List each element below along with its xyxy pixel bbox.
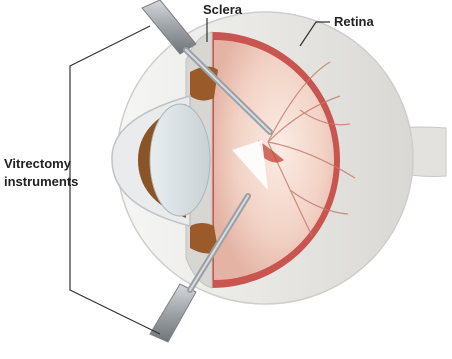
- instruments-label-line2: instruments: [4, 174, 78, 189]
- instruments-label-line1: Vitrectomy: [4, 156, 72, 171]
- lens: [150, 104, 210, 216]
- sclera-label: Sclera: [203, 2, 243, 17]
- retina-label: Retina: [334, 14, 375, 29]
